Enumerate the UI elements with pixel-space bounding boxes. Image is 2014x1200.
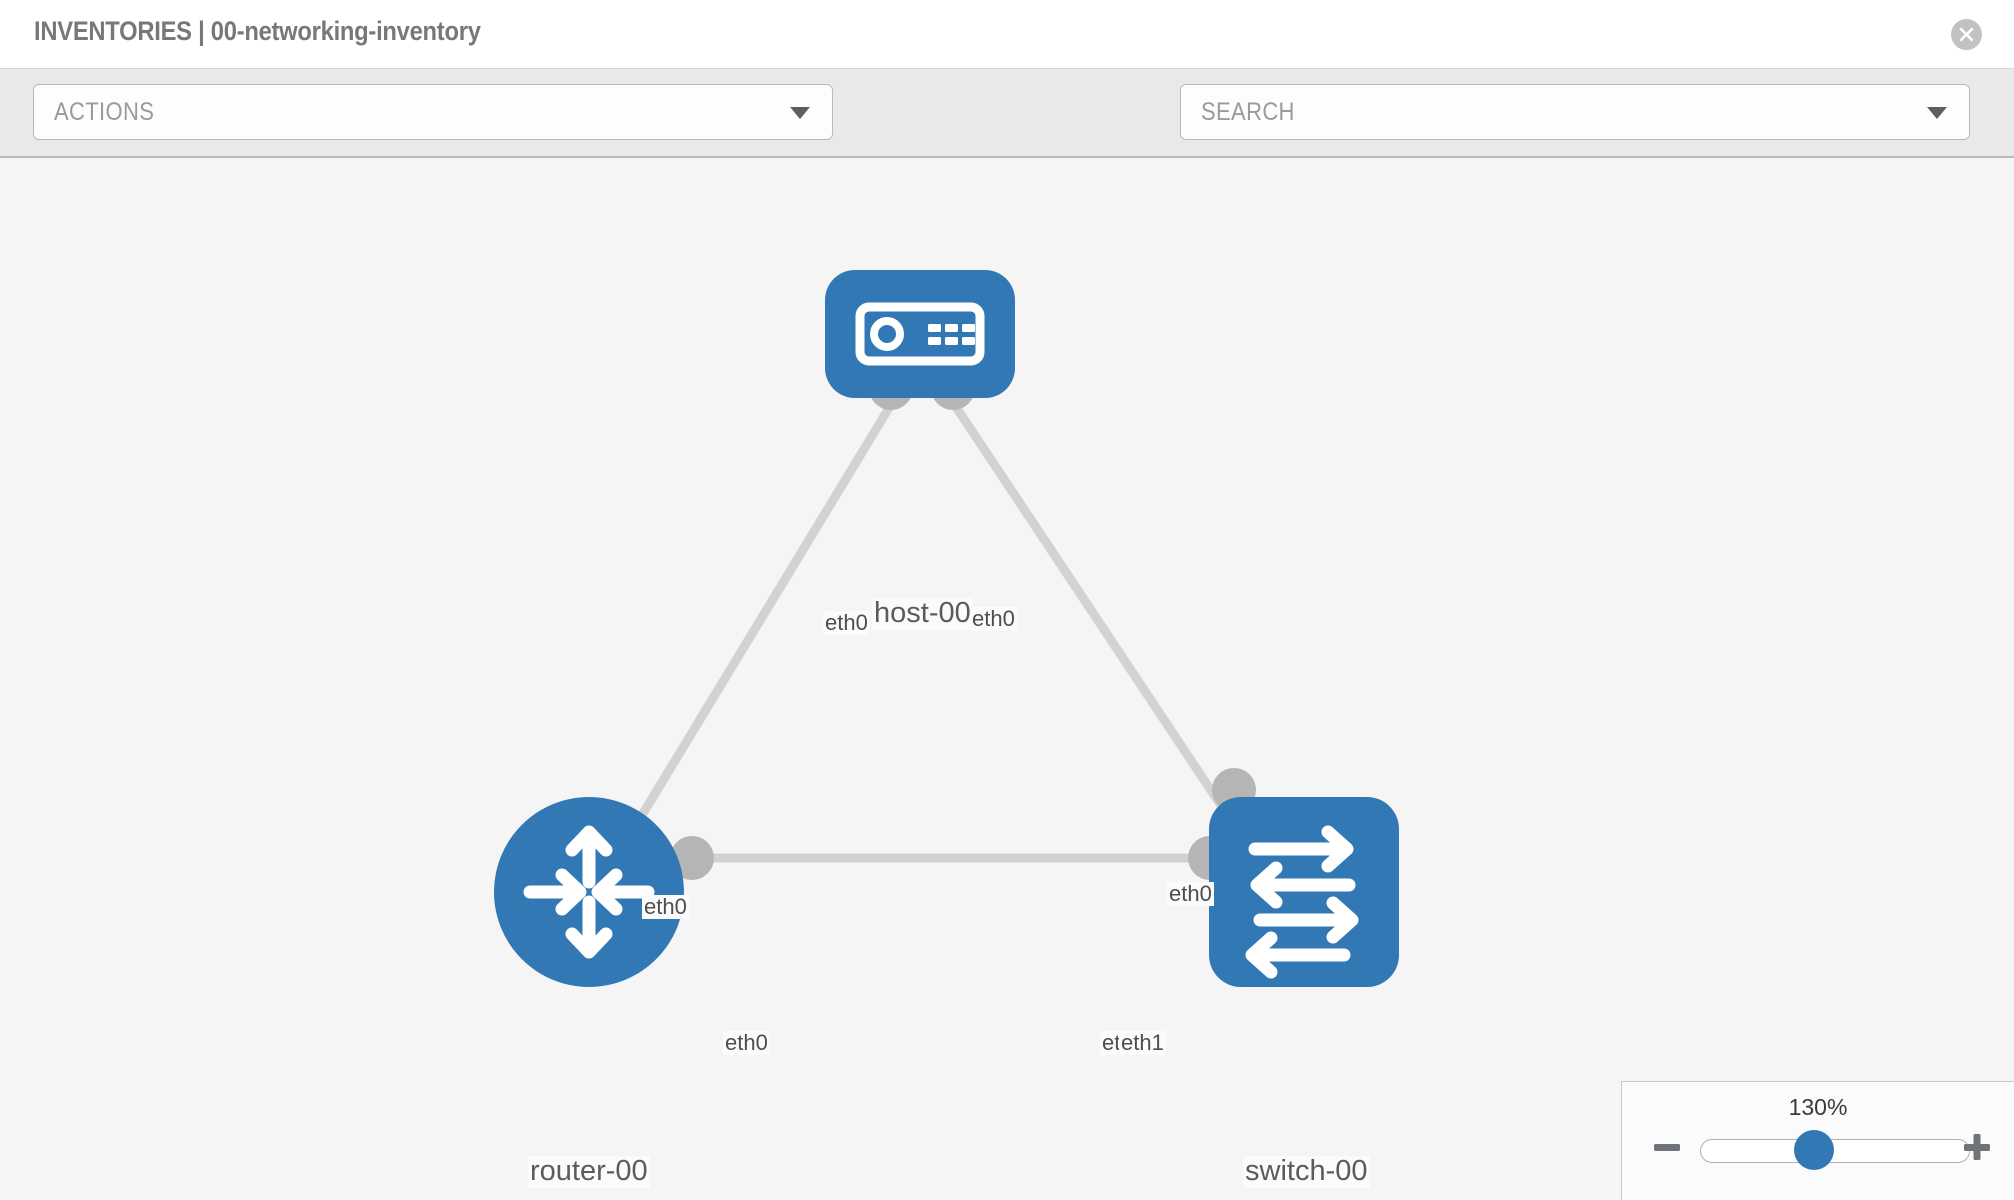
actions-dropdown[interactable]: ACTIONS — [33, 84, 833, 140]
edge-group — [611, 393, 1249, 863]
edge-host-switch — [945, 393, 1249, 845]
port-label-switch-eth1: eth1 — [1119, 1030, 1166, 1056]
chevron-down-icon — [1927, 107, 1947, 119]
node-router-00[interactable] — [494, 797, 684, 987]
node-switch-00[interactable] — [1209, 797, 1399, 987]
zoom-slider-thumb[interactable] — [1794, 1130, 1834, 1170]
zoom-control-panel: 130% — [1621, 1081, 2014, 1200]
toolbar: ACTIONS SEARC — [0, 68, 2014, 200]
node-host-00[interactable] — [825, 270, 1015, 398]
close-icon[interactable] — [1951, 19, 1982, 50]
chevron-down-icon — [790, 107, 810, 119]
edge-host-router — [611, 393, 900, 863]
node-label-switch-00: switch-00 — [1243, 1155, 1370, 1188]
zoom-slider-track[interactable] — [1700, 1139, 1970, 1163]
port-label-router-eth0: eth0 — [723, 1030, 770, 1056]
plus-icon[interactable] — [1960, 1130, 1994, 1164]
search-placeholder: SEARCH — [1201, 98, 1295, 126]
search-input[interactable]: SEARCH — [1180, 84, 1970, 140]
page-title: INVENTORIES | 00-networking-inventory — [34, 16, 481, 46]
node-label-host-00: host-00 — [872, 597, 973, 630]
port-label-host-left: eth0 — [823, 610, 870, 636]
topology-graph — [494, 270, 1399, 987]
port-label-router-uplink: eth0 — [642, 894, 689, 920]
actions-dropdown-label: ACTIONS — [54, 98, 155, 126]
port-label-switch-uplink: eth0 — [1167, 881, 1214, 907]
minus-icon[interactable] — [1650, 1130, 1684, 1164]
node-label-router-00: router-00 — [528, 1155, 650, 1188]
port-label-host-right: eth0 — [970, 606, 1017, 632]
window-header: INVENTORIES | 00-networking-inventory — [0, 0, 2014, 68]
topology-canvas[interactable]: host-00 router-00 switch-00 eth0 eth0 et… — [0, 158, 2014, 1200]
zoom-level-value: 130% — [1788, 1094, 1848, 1120]
